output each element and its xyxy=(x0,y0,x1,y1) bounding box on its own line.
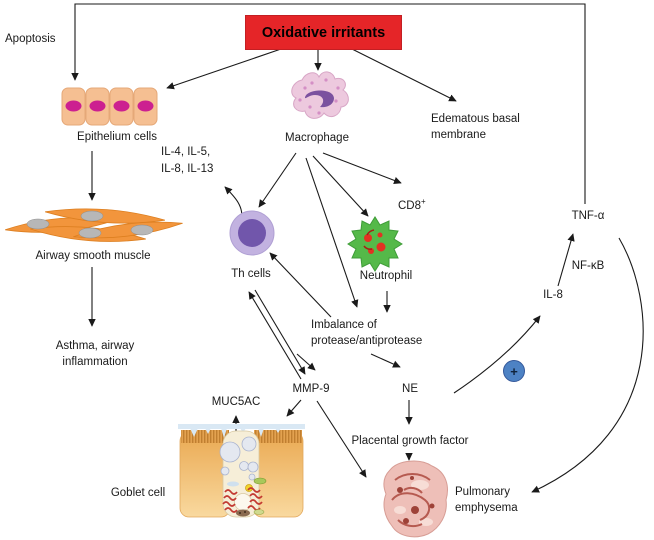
ne-label: NE xyxy=(402,383,418,395)
goblet-cell-label: Goblet cell xyxy=(110,487,166,499)
airway-smooth-muscle-illustration xyxy=(5,208,183,242)
interleukins-label: IL-4, IL-5, IL-8, IL-13 xyxy=(161,146,214,175)
apoptosis-label: Apoptosis xyxy=(5,33,56,45)
arrow-tnf-to-emphysema xyxy=(531,237,644,493)
arrow-irritants-to-edematous xyxy=(351,48,457,102)
positive-feedback-badge: + xyxy=(503,360,525,382)
th-cells-label: Th cells xyxy=(231,268,271,280)
edematous-basal-membrane-label: Edematous basal membrane xyxy=(431,113,520,142)
plus-sign: + xyxy=(510,363,518,379)
arrow-tnf-to-epithelium-apoptosis xyxy=(71,3,586,204)
muc5ac-label: MUC5AC xyxy=(211,396,261,408)
neutrophil-label: Neutrophil xyxy=(359,270,413,282)
arrow-thcells-to-mmp9 xyxy=(254,289,306,375)
goblet-cell-illustration xyxy=(178,424,305,518)
arrow-macrophage-to-imbalance xyxy=(305,157,359,308)
arrow-imbalance-to-ne xyxy=(370,353,401,368)
arrow-imbalance-to-thcells xyxy=(269,252,332,318)
epithelium-cells-label: Epithelium cells xyxy=(77,131,157,143)
pulmonary-emphysema-illustration xyxy=(383,460,448,538)
arrow-macrophage-to-neutrophil xyxy=(312,155,369,217)
mmp9-label: MMP-9 xyxy=(292,383,330,395)
placental-growth-factor-label: Placental growth factor xyxy=(351,435,469,447)
arrow-mmp9-to-thcells xyxy=(248,291,302,380)
arrow-mmp9-to-goblet xyxy=(286,399,302,417)
macrophage-illustration xyxy=(291,71,349,119)
asthma-label: Asthma, airway inflammation xyxy=(55,340,135,369)
tnf-alpha-label: TNF-α xyxy=(571,210,605,222)
arrow-irritants-to-epithelium xyxy=(166,48,282,90)
arrow-il8-to-tnf xyxy=(557,233,575,287)
macrophage-label: Macrophage xyxy=(285,132,349,144)
arrow-ne-to-il8 xyxy=(453,315,541,394)
arrow-imbalance-to-mmp9 xyxy=(296,353,316,371)
cd8-label: CD8+ xyxy=(398,197,426,212)
arrow-macrophage-to-cd8 xyxy=(322,152,402,184)
neutrophil-illustration xyxy=(347,216,403,272)
nfkb-label: NF-κB xyxy=(571,260,605,272)
il8-label: IL-8 xyxy=(543,289,563,301)
th-cell-illustration xyxy=(229,210,275,256)
oxidative-irritants-label: Oxidative irritants xyxy=(261,24,386,41)
pulmonary-emphysema-label: Pulmonary emphysema xyxy=(455,486,518,514)
airway-smooth-muscle-label: Airway smooth muscle xyxy=(35,250,151,262)
arrow-macrophage-to-thcells xyxy=(258,152,297,208)
arrow-mmp9-to-emphysema xyxy=(316,400,367,478)
oxidative-irritants-box: Oxidative irritants xyxy=(245,15,402,50)
epithelium-cells-illustration xyxy=(61,87,158,126)
protease-imbalance-label: Imbalance of protease/antiprotease xyxy=(311,319,423,347)
